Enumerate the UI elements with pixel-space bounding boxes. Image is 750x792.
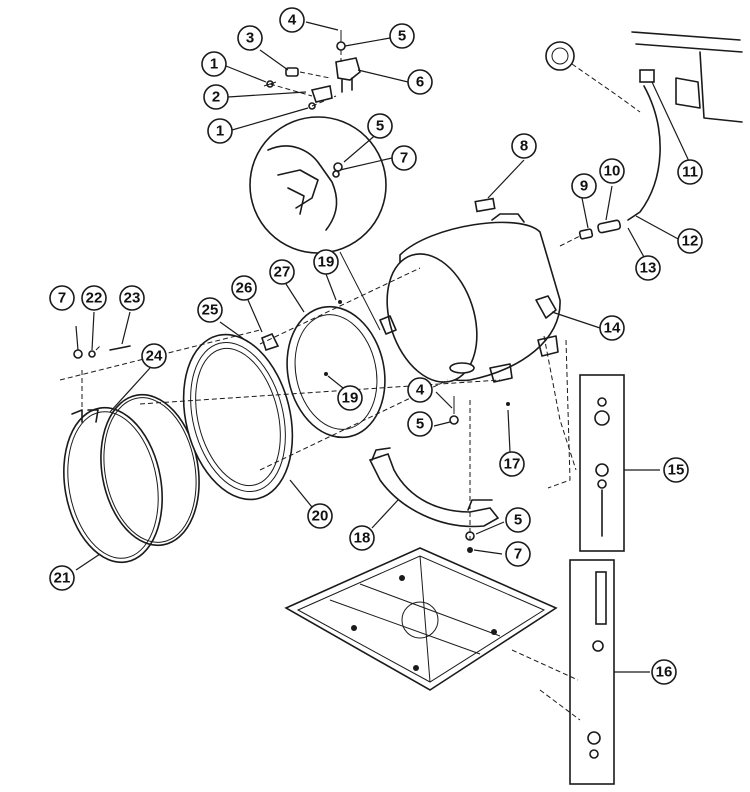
callout-6: 6 [407, 69, 433, 95]
callout-9: 9 [571, 173, 597, 199]
base-frame [284, 547, 558, 691]
svg-text:12: 12 [682, 233, 699, 250]
callout-16: 16 [651, 659, 677, 685]
svg-text:1: 1 [216, 123, 224, 140]
callout-26: 26 [231, 275, 257, 301]
svg-text:4: 4 [288, 12, 297, 29]
callout-18: 18 [349, 525, 375, 551]
svg-text:23: 23 [124, 290, 141, 307]
svg-text:6: 6 [416, 74, 424, 91]
callout-24: 24 [141, 343, 167, 369]
tub-support-bracket [368, 396, 510, 553]
svg-text:16: 16 [656, 664, 673, 681]
pressure-switch-assembly [545, 31, 743, 247]
svg-text:22: 22 [86, 290, 103, 307]
svg-text:27: 27 [274, 264, 291, 281]
callout-21: 21 [49, 565, 75, 591]
callout-11: 11 [677, 159, 703, 185]
callout-20: 20 [307, 503, 333, 529]
svg-text:5: 5 [514, 512, 522, 529]
suspension-strip-16 [569, 559, 615, 785]
callout-4: 4 [279, 7, 305, 33]
svg-text:5: 5 [376, 118, 384, 135]
callout-12: 12 [677, 228, 703, 254]
svg-text:25: 25 [202, 302, 219, 319]
svg-text:7: 7 [514, 546, 522, 563]
callout-5: 5 [407, 411, 433, 437]
callout-19: 19 [337, 385, 363, 411]
callout-27: 27 [269, 259, 295, 285]
callouts: 1 1 2 3 4 4 5 5 5 5 6 7 7 7 8 9 10 11 12… [49, 7, 703, 685]
callout-8: 8 [511, 133, 537, 159]
svg-text:13: 13 [640, 260, 657, 277]
callout-25: 25 [197, 297, 223, 323]
svg-text:10: 10 [604, 163, 621, 180]
svg-text:7: 7 [58, 290, 66, 307]
svg-text:19: 19 [318, 254, 335, 271]
callout-5: 5 [505, 507, 531, 533]
callout-1: 1 [207, 118, 233, 144]
svg-text:18: 18 [354, 530, 371, 547]
svg-text:4: 4 [416, 382, 425, 399]
svg-text:24: 24 [146, 348, 163, 365]
svg-text:26: 26 [236, 280, 253, 297]
callout-2: 2 [203, 84, 229, 110]
svg-text:8: 8 [520, 138, 528, 155]
callout-22: 22 [81, 285, 107, 311]
callout-15: 15 [663, 457, 689, 483]
callout-4: 4 [407, 377, 433, 403]
svg-text:19: 19 [342, 390, 359, 407]
suspension-strip-15 [579, 374, 625, 552]
callout-7: 7 [391, 145, 417, 171]
callout-7: 7 [505, 541, 531, 567]
assembly-dashed-lines [139, 267, 581, 721]
svg-text:17: 17 [504, 456, 521, 473]
outer-tub [379, 197, 561, 383]
callout-23: 23 [119, 285, 145, 311]
callout-19: 19 [313, 249, 339, 275]
callout-10: 10 [599, 158, 625, 184]
svg-text:1: 1 [210, 56, 218, 73]
callout-14: 14 [599, 315, 625, 341]
callout-5: 5 [367, 113, 393, 139]
svg-text:2: 2 [212, 89, 220, 106]
svg-text:3: 3 [246, 30, 254, 47]
rings-and-gaskets [59, 300, 386, 564]
svg-text:14: 14 [604, 320, 621, 337]
svg-text:5: 5 [416, 416, 424, 433]
svg-text:5: 5 [398, 28, 406, 45]
top-bracket-hardware [263, 30, 361, 110]
callout-5: 5 [389, 23, 415, 49]
callout-7: 7 [49, 285, 75, 311]
svg-text:9: 9 [580, 178, 588, 195]
svg-text:11: 11 [682, 164, 698, 181]
svg-text:7: 7 [400, 150, 408, 167]
detail-magnifier-circle [249, 116, 387, 331]
callout-17: 17 [499, 451, 525, 477]
svg-text:21: 21 [54, 570, 71, 587]
callout-1: 1 [201, 51, 227, 77]
callout-3: 3 [237, 25, 263, 51]
svg-text:20: 20 [312, 508, 329, 525]
svg-text:15: 15 [668, 462, 685, 479]
callout-13: 13 [635, 255, 661, 281]
